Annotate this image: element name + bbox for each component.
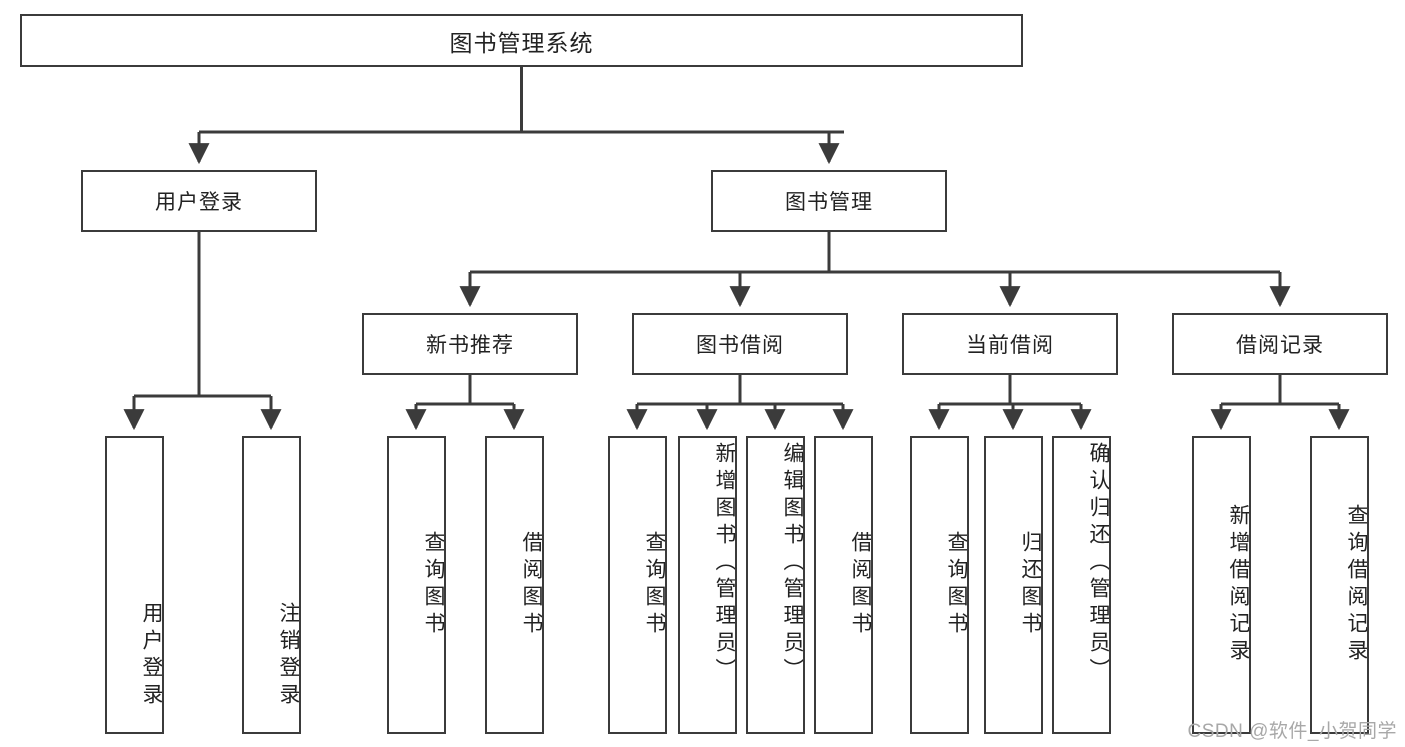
csdn-watermark: CSDN @软件_小贺同学	[1187, 721, 1397, 742]
leaf-label: 查询图书	[422, 531, 445, 639]
leaf-label: 确认归还（管理员）	[1087, 442, 1110, 685]
leaf-label: 归还图书	[1019, 531, 1042, 639]
leaf-node-query-book-current[interactable]: 查询图书	[910, 436, 969, 734]
leaf-node-borrow-book[interactable]: 借阅图书	[814, 436, 873, 734]
leaf-label: 借阅图书	[520, 531, 543, 639]
leaf-label: 查询图书	[945, 531, 968, 639]
leaf-label: 新增借阅记录	[1227, 504, 1250, 666]
leaf-node-query-book-borrow[interactable]: 查询图书	[608, 436, 667, 734]
leaf-label: 注销登录	[277, 602, 300, 710]
node-book-borrow[interactable]: 图书借阅	[632, 313, 848, 375]
leaf-node-add-book[interactable]: 新增图书（管理员）	[678, 436, 737, 734]
leaf-label: 新增图书（管理员）	[713, 442, 736, 685]
node-current-borrow[interactable]: 当前借阅	[902, 313, 1118, 375]
leaf-node-borrow-book-recommend[interactable]: 借阅图书	[485, 436, 544, 734]
node-user-login[interactable]: 用户登录	[81, 170, 317, 232]
leaf-node-user-login[interactable]: 用户登录	[105, 436, 164, 734]
node-book-manage[interactable]: 图书管理	[711, 170, 947, 232]
leaf-label: 用户登录	[140, 602, 163, 710]
leaf-node-logout[interactable]: 注销登录	[242, 436, 301, 734]
leaf-node-edit-book[interactable]: 编辑图书（管理员）	[746, 436, 805, 734]
leaf-node-add-borrow-record[interactable]: 新增借阅记录	[1192, 436, 1251, 734]
leaf-node-query-book-recommend[interactable]: 查询图书	[387, 436, 446, 734]
leaf-label: 查询图书	[643, 531, 666, 639]
node-new-book-recommend[interactable]: 新书推荐	[362, 313, 578, 375]
leaf-label: 编辑图书（管理员）	[781, 442, 804, 685]
leaf-label: 查询借阅记录	[1345, 504, 1368, 666]
node-root-system[interactable]: 图书管理系统	[20, 14, 1023, 67]
leaf-label: 借阅图书	[849, 531, 872, 639]
leaf-node-confirm-return[interactable]: 确认归还（管理员）	[1052, 436, 1111, 734]
leaf-node-return-book[interactable]: 归还图书	[984, 436, 1043, 734]
leaf-node-query-borrow-record[interactable]: 查询借阅记录	[1310, 436, 1369, 734]
node-borrow-record[interactable]: 借阅记录	[1172, 313, 1388, 375]
